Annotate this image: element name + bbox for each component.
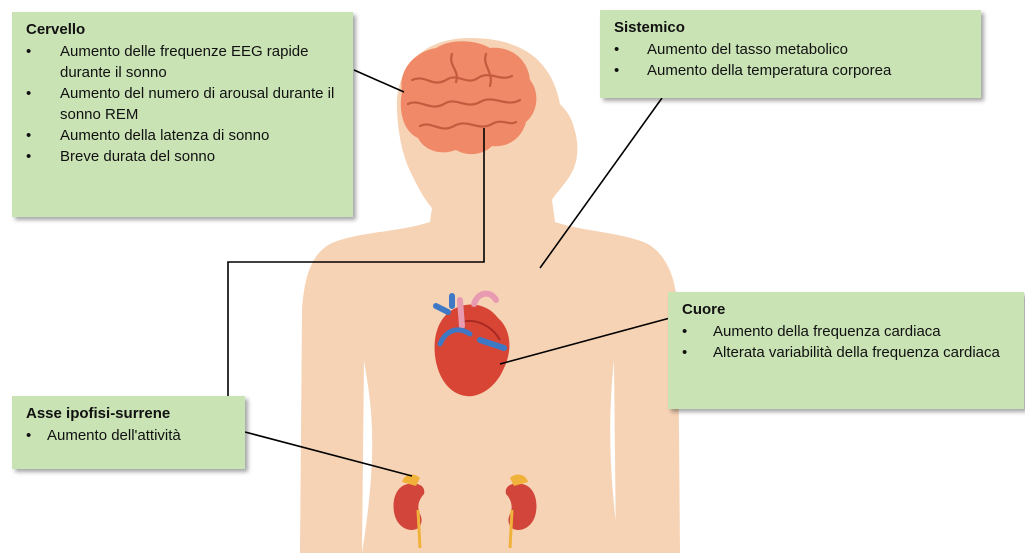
bullet-list: Aumento della frequenza cardiaca Alterat… <box>682 321 1014 363</box>
bullet-list: Aumento delle frequenze EEG rapide duran… <box>26 41 343 167</box>
callout-asse-ipofisi-surrene: Asse ipofisi-surrene Aumento dell'attivi… <box>12 396 245 469</box>
bullet-list: Aumento dell'attività <box>26 425 235 446</box>
list-item: Alterata variabilità della frequenza car… <box>682 342 1014 363</box>
callout-title: Sistemico <box>614 18 971 37</box>
connector-cervello <box>354 70 404 92</box>
brain-icon <box>401 41 537 154</box>
callout-sistemico: Sistemico Aumento del tasso metabolico A… <box>600 10 981 98</box>
callout-cuore: Cuore Aumento della frequenza cardiaca A… <box>668 292 1024 409</box>
list-item: Aumento della temperatura corporea <box>614 60 971 81</box>
list-item: Aumento delle frequenze EEG rapide duran… <box>26 41 343 83</box>
callout-title: Cuore <box>682 300 1014 319</box>
list-item: Breve durata del sonno <box>26 146 343 167</box>
callout-title: Asse ipofisi-surrene <box>26 404 235 423</box>
list-item: Aumento della frequenza cardiaca <box>682 321 1014 342</box>
list-item: Aumento dell'attività <box>26 425 235 446</box>
list-item: Aumento del numero di arousal durante il… <box>26 83 343 125</box>
callout-cervello: Cervello Aumento delle frequenze EEG rap… <box>12 12 353 217</box>
list-item: Aumento del tasso metabolico <box>614 39 971 60</box>
callout-title: Cervello <box>26 20 343 39</box>
list-item: Aumento della latenza di sonno <box>26 125 343 146</box>
bullet-list: Aumento del tasso metabolico Aumento del… <box>614 39 971 81</box>
